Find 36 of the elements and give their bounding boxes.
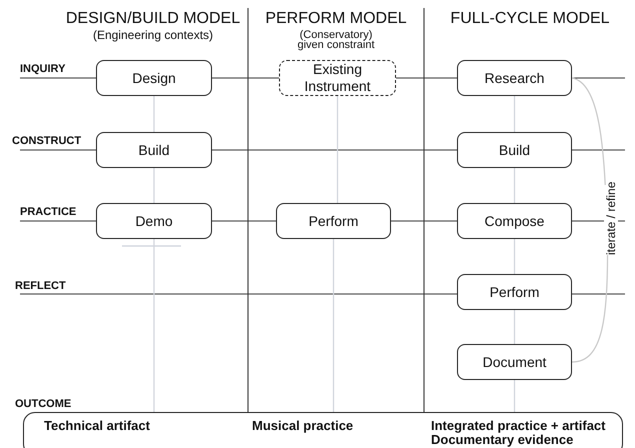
process-box — [457, 132, 572, 168]
node-text: Research — [484, 70, 544, 86]
outcome-text: Documentary evidence — [431, 433, 574, 447]
outcome-text: Musical practice — [252, 419, 354, 433]
node-text: Existing Instrument — [303, 61, 372, 95]
node-text: Perform — [490, 284, 540, 300]
row-label: OUTCOME — [15, 398, 72, 410]
column-heading: DESIGN/BUILD MODEL — [64, 10, 242, 27]
row-label: PRACTICE — [20, 206, 76, 218]
column-heading: FULL-CYCLE MODEL — [449, 10, 611, 27]
node-text: Build — [498, 142, 530, 158]
annotation-text: given constraint — [296, 39, 376, 51]
process-box — [96, 60, 212, 96]
outcome-band — [23, 412, 623, 448]
outcome-text: Integrated practice + artifact — [431, 419, 606, 433]
row-label: REFLECT — [15, 280, 66, 292]
node-text: Design — [132, 70, 176, 86]
process-box — [457, 274, 572, 310]
process-box — [96, 132, 212, 168]
node-text: Document — [482, 354, 546, 370]
process-box — [96, 203, 212, 239]
node-text: Demo — [135, 212, 173, 230]
node-text: Build — [138, 142, 170, 158]
node-text: Compose — [484, 212, 544, 230]
column-subheading: (Engineering contexts) — [92, 29, 214, 42]
node-text: Perform — [308, 212, 358, 230]
process-box — [457, 60, 572, 96]
row-label: INQUIRY — [20, 63, 66, 75]
column-subheading: (Conservatory) — [300, 29, 372, 41]
process-box — [457, 203, 572, 239]
process-box — [457, 344, 572, 380]
column-heading: PERFORM MODEL — [264, 10, 408, 27]
outcome-text: Technical artifact — [44, 419, 150, 433]
process-box — [276, 203, 391, 239]
constraint-box — [279, 60, 396, 96]
row-label: CONSTRUCT — [12, 135, 82, 147]
